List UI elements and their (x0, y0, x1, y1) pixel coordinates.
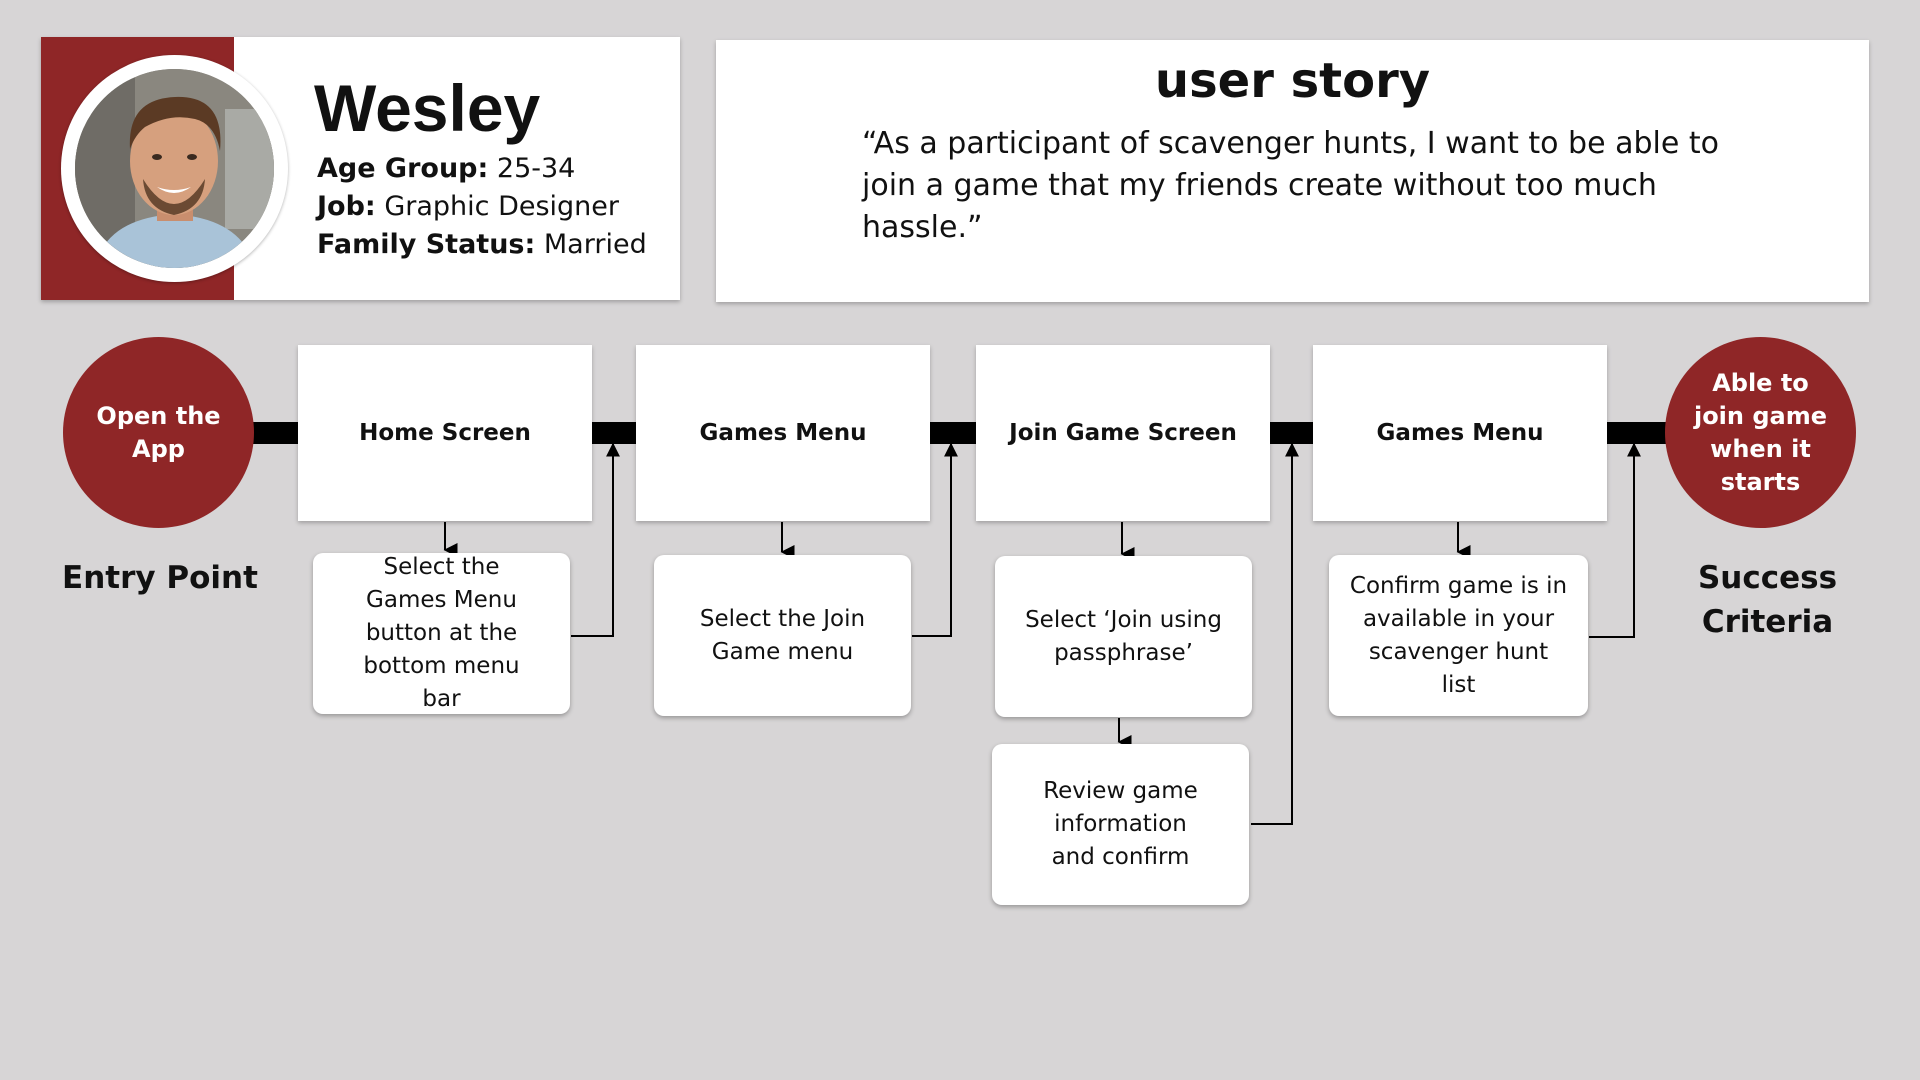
job-value: Graphic Designer (384, 191, 620, 222)
step-join-passphrase: Select ‘Join using passphrase’ (995, 556, 1252, 717)
step-review-confirm: Review game information and confirm (992, 744, 1249, 905)
persona-card: Wesley Age Group: 25-34 Job: Graphic Des… (41, 37, 680, 300)
flow-bar (1606, 422, 1666, 444)
age-value: 25-34 (496, 153, 576, 184)
persona-family: Family Status: Married (317, 230, 647, 260)
age-label: Age Group: (317, 153, 489, 184)
screen-join-game: Join Game Screen (976, 345, 1270, 521)
return-arrow (1251, 442, 1299, 825)
job-label: Job: (317, 191, 376, 222)
avatar-frame (61, 55, 288, 282)
user-story-quote: “As a participant of scavenger hunts, I … (862, 126, 1719, 245)
flow-bar (250, 422, 300, 444)
flow-bar (591, 422, 636, 444)
flow-bar (1269, 422, 1314, 444)
user-story-card: user story “As a participant of scavenge… (716, 40, 1869, 302)
entry-circle: Open the App (63, 337, 254, 528)
step-confirm-game-listed: Confirm game is in available in your sca… (1329, 555, 1588, 716)
step-text: Select ‘Join using passphrase’ (1025, 606, 1222, 666)
screen-games-menu-2: Games Menu (1313, 345, 1607, 521)
success-circle-text: Able to join game when it starts (1693, 368, 1828, 496)
family-value: Married (543, 229, 647, 260)
return-arrow (571, 442, 620, 637)
step-text: Select the Games Menu button at the bott… (363, 554, 520, 712)
success-circle: Able to join game when it starts (1665, 337, 1856, 528)
step-text: Confirm game is in available in your sca… (1349, 572, 1568, 698)
persona-job: Job: Graphic Designer (317, 192, 619, 222)
return-arrow (1589, 442, 1641, 638)
step-text: Review game information and confirm (1043, 778, 1198, 870)
screen-games-menu: Games Menu (636, 345, 930, 521)
step-text: Select the Join Game menu (699, 605, 866, 665)
user-story-title: user story (1154, 53, 1431, 109)
persona-age: Age Group: 25-34 (317, 154, 575, 184)
step-select-games-menu: Select the Games Menu button at the bott… (313, 553, 570, 714)
avatar-portrait-icon (75, 69, 274, 268)
family-label: Family Status: (317, 229, 536, 260)
flow-bar (929, 422, 976, 444)
step-select-join-game: Select the Join Game menu (654, 555, 911, 716)
success-criteria-caption: Success Criteria (1697, 560, 1838, 640)
return-arrow (912, 442, 958, 637)
entry-point-caption: Entry Point (62, 560, 258, 596)
screen-home: Home Screen (298, 345, 592, 521)
entry-circle-text: Open the App (96, 401, 221, 463)
avatar (75, 69, 274, 268)
persona-name: Wesley (314, 71, 541, 145)
